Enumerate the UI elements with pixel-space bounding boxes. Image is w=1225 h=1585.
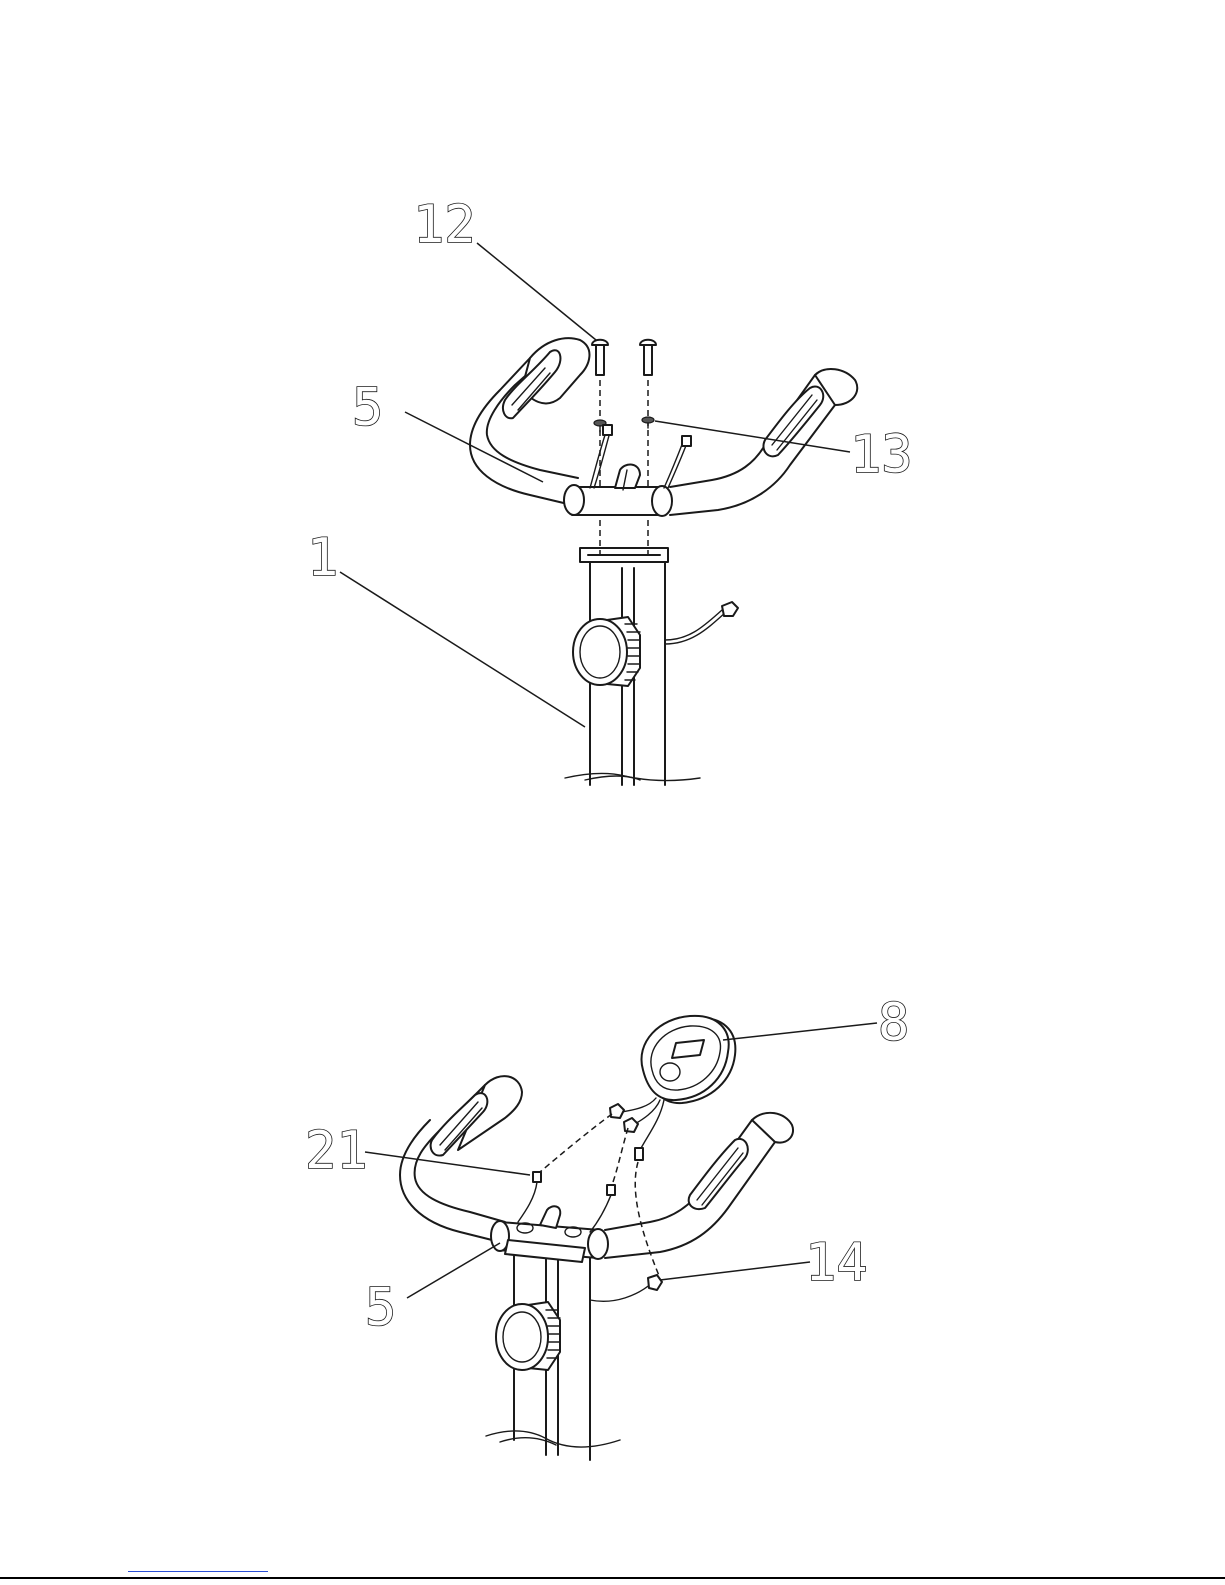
- bolt-12-left: [592, 340, 608, 375]
- leader-5-bottom: [407, 1243, 500, 1298]
- bottom-figure: 8 21 14 5: [305, 993, 909, 1460]
- callout-5-top: 5: [352, 378, 383, 438]
- handlebar-bottom: [400, 1076, 793, 1262]
- callout-1: 1: [307, 528, 338, 588]
- console-wires: [610, 1098, 664, 1160]
- leader-5-top: [405, 412, 543, 482]
- callout-21: 21: [305, 1121, 368, 1181]
- leader-12: [477, 243, 596, 340]
- leader-14: [660, 1262, 810, 1280]
- sensor-wire-14: [590, 1275, 662, 1301]
- callout-14: 14: [805, 1233, 868, 1293]
- sensor-wire-top: [665, 602, 738, 644]
- bolt-12-right: [640, 340, 656, 375]
- handlebar-top: [470, 338, 857, 516]
- callout-5-bottom: 5: [365, 1278, 396, 1338]
- leader-1: [340, 572, 585, 727]
- top-figure: 12 5 13 1: [307, 195, 913, 785]
- handlebar-wires-top: [590, 425, 691, 488]
- tension-knob-bottom: [496, 1302, 560, 1370]
- connector-21: [518, 1172, 541, 1222]
- footer-rule: [0, 1577, 1225, 1579]
- callout-12: 12: [413, 195, 476, 255]
- callout-13: 13: [850, 425, 913, 485]
- screw-13-right: [642, 417, 654, 428]
- leader-21: [365, 1152, 530, 1175]
- connector-mid: [590, 1185, 615, 1232]
- console-8: [641, 1016, 735, 1103]
- tension-knob-top: [573, 617, 640, 686]
- leader-8: [723, 1023, 877, 1040]
- footer-link-underline: [128, 1571, 268, 1572]
- callout-8: 8: [878, 993, 909, 1053]
